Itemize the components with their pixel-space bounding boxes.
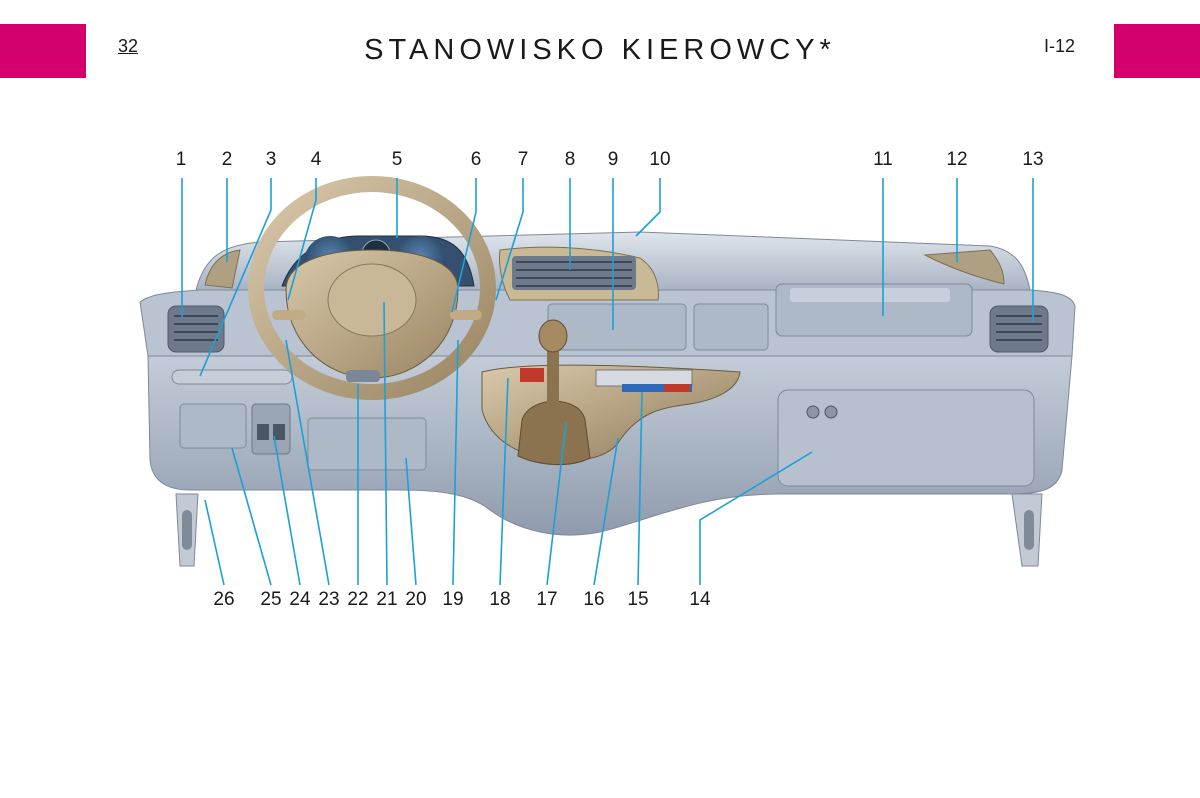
callout-5: 5 [392, 149, 403, 170]
leader-17 [546, 421, 567, 586]
leader-6 [451, 178, 477, 313]
gear-lever-boot [517, 400, 591, 466]
leader-26 [204, 499, 225, 586]
section-code: I-12 [1044, 36, 1076, 56]
leader-21 [383, 301, 388, 586]
callout-22: 22 [347, 589, 368, 610]
leader-16 [593, 437, 619, 586]
bottom-callouts: 26 25 24 23 22 21 20 19 18 17 16 15 14 [213, 589, 711, 610]
control-switches [595, 369, 693, 387]
callout-9: 9 [608, 149, 619, 170]
dashboard-illustration [139, 176, 1076, 567]
callout-1: 1 [176, 149, 187, 170]
centre-panel [693, 303, 769, 351]
callout-18: 18 [489, 589, 510, 610]
lighting-switch [171, 369, 293, 385]
leader-25 [231, 447, 272, 586]
leader-lines [181, 178, 1034, 586]
callout-6: 6 [471, 149, 482, 170]
leader-19 [452, 339, 459, 586]
callout-16: 16 [583, 589, 604, 610]
steering-wheel [248, 176, 496, 400]
multifunction-display [547, 303, 687, 351]
page-title: STANOWISKO KIEROWCY* [364, 34, 836, 66]
right-speaker [923, 249, 1005, 285]
callout-10: 10 [649, 149, 670, 170]
callout-4: 4 [311, 149, 322, 170]
section-tab-left [0, 24, 86, 78]
leader-3 [199, 178, 272, 377]
right-air-vent [989, 305, 1049, 353]
stalk-switch-left [272, 310, 306, 320]
callout-25: 25 [260, 589, 281, 610]
page-number: 32 [118, 36, 139, 56]
gear-knob [538, 319, 568, 353]
leader-15 [637, 391, 643, 586]
top-callouts: 1 2 3 4 5 6 7 8 9 10 11 12 13 [176, 149, 1044, 170]
leader-4 [287, 178, 317, 301]
leader-10 [635, 178, 661, 237]
callout-11: 11 [873, 149, 893, 170]
callout-12: 12 [946, 149, 967, 170]
fuse-box-cover [307, 417, 427, 471]
callout-3: 3 [266, 149, 277, 170]
callout-26: 26 [213, 589, 234, 610]
section-tab-right [1114, 24, 1200, 78]
callout-14: 14 [689, 589, 711, 610]
glovebox [777, 389, 1035, 487]
left-speaker [204, 249, 241, 289]
leader-23 [285, 339, 330, 586]
leader-20 [405, 457, 417, 586]
callout-21: 21 [376, 589, 397, 610]
switch-panel [251, 403, 291, 455]
callout-20: 20 [405, 589, 426, 610]
callout-23: 23 [318, 589, 339, 610]
horn-pad [346, 370, 380, 382]
callout-2: 2 [222, 149, 233, 170]
callout-15: 15 [627, 589, 648, 610]
leader-7 [495, 178, 524, 301]
callout-24: 24 [289, 589, 311, 610]
callout-7: 7 [518, 149, 529, 170]
callout-19: 19 [442, 589, 463, 610]
gear-lever [547, 340, 559, 406]
callout-17: 17 [536, 589, 557, 610]
stalk-switch-right [450, 310, 482, 320]
left-storage [179, 403, 247, 449]
leader-24 [273, 435, 301, 586]
callout-13: 13 [1022, 149, 1043, 170]
leader-14 [699, 451, 813, 585]
callout-8: 8 [565, 149, 576, 170]
leader-18 [499, 377, 509, 586]
left-air-vent [167, 305, 225, 353]
hazard-switch [520, 368, 544, 382]
